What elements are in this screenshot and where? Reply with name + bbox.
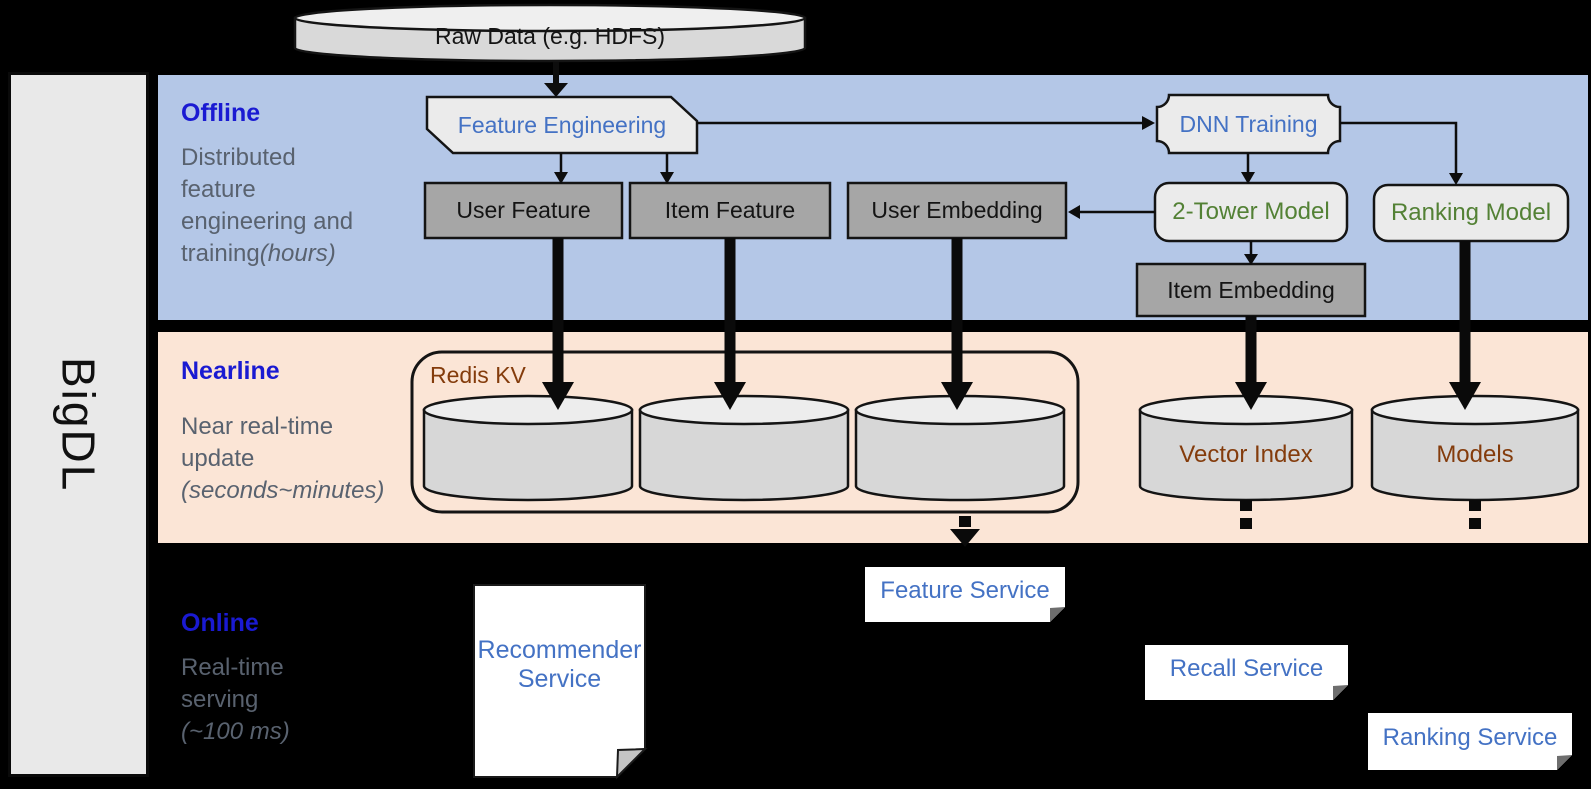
two-tower-model-label: 2-Tower Model bbox=[1172, 198, 1330, 226]
nearline-subtitle-line3-italic: (seconds~minutes) bbox=[181, 477, 385, 505]
raw-data-label: Raw Data (e.g. HDFS) bbox=[434, 22, 666, 49]
feature-engineering-box bbox=[425, 95, 699, 155]
feature-service-card bbox=[865, 567, 1065, 622]
dashed-connectors bbox=[950, 500, 1481, 547]
thick-arrows bbox=[542, 238, 1481, 410]
ranking-model-box bbox=[1372, 183, 1570, 243]
item-embedding-label: Item Embedding bbox=[1167, 276, 1335, 303]
recommender-service-label: Recommender Service bbox=[474, 600, 645, 730]
user-feature-label: User Feature bbox=[456, 197, 591, 224]
online-subtitle-line1: Real-time bbox=[181, 654, 284, 682]
arrowhead-rawdata-to-fe bbox=[544, 83, 568, 97]
models-cylinder bbox=[1370, 394, 1580, 502]
bigdl-sidebar: BigDL bbox=[8, 72, 149, 777]
redis-cylinder-2 bbox=[638, 394, 850, 502]
nearline-subtitle-line1: Near real-time bbox=[181, 413, 334, 441]
recommender-service-line2: Service bbox=[517, 665, 602, 693]
dnn-training-label: DNN Training bbox=[1179, 110, 1318, 137]
nearline-subtitle-line2: update bbox=[181, 445, 255, 473]
dash-redis-to-featureservice bbox=[959, 516, 971, 527]
item-feature-box bbox=[628, 181, 832, 240]
user-feature-box bbox=[423, 181, 624, 240]
dash-vectorindex-1 bbox=[1240, 500, 1252, 511]
offline-subtitle-line4-normal: training bbox=[181, 240, 260, 268]
offline-subtitle-line3: engineering and bbox=[181, 208, 354, 236]
arrowhead-redis-to-featureservice bbox=[950, 529, 980, 547]
offline-subtitle-line4-italic: (hours) bbox=[259, 240, 336, 268]
raw-data-cylinder bbox=[293, 3, 807, 63]
arrow-dnn-to-rankingmodel bbox=[1340, 121, 1458, 175]
offline-subtitle-line2: feature bbox=[181, 176, 256, 204]
offline-title: Offline bbox=[181, 98, 261, 127]
feature-service-label: Feature Service bbox=[880, 577, 1050, 605]
vector-index-cylinder bbox=[1138, 394, 1354, 502]
online-subtitle-line2: serving bbox=[181, 686, 259, 714]
offline-subtitle-line4: training (hours) bbox=[181, 239, 421, 269]
item-feature-label: Item Feature bbox=[664, 197, 796, 224]
recall-service-card bbox=[1145, 645, 1348, 700]
online-title: Online bbox=[181, 608, 259, 637]
online-subtitle-line3: (~100 ms) bbox=[181, 717, 421, 747]
dnn-training-box bbox=[1155, 93, 1342, 155]
nearline-title: Nearline bbox=[181, 356, 280, 385]
recommender-service-line1: Recommender bbox=[477, 636, 642, 665]
dash-models-2 bbox=[1469, 518, 1481, 529]
ranking-service-label: Ranking Service bbox=[1382, 724, 1558, 752]
nearline-subtitle-line3: (seconds~minutes) bbox=[181, 476, 421, 506]
models-label: Models bbox=[1436, 441, 1514, 469]
bigdl-label: BigDL bbox=[52, 356, 105, 493]
user-embedding-box bbox=[846, 181, 1068, 240]
redis-kv-container bbox=[410, 350, 1080, 514]
ranking-service-card bbox=[1368, 713, 1572, 770]
redis-cylinder-3 bbox=[854, 394, 1066, 502]
user-embedding-label: User Embedding bbox=[871, 197, 1043, 224]
recommender-service-document bbox=[473, 584, 648, 780]
redis-kv-label: Redis KV bbox=[430, 361, 526, 388]
vector-index-label: Vector Index bbox=[1179, 441, 1313, 469]
redis-cylinder-1 bbox=[422, 394, 634, 502]
recall-service-label: Recall Service bbox=[1169, 655, 1324, 683]
thin-arrows bbox=[544, 62, 1463, 265]
online-subtitle-line3-italic: (~100 ms) bbox=[181, 718, 290, 746]
dash-vectorindex-2 bbox=[1240, 518, 1252, 529]
ranking-model-label: Ranking Model bbox=[1390, 199, 1552, 227]
dash-models-1 bbox=[1469, 500, 1481, 511]
feature-engineering-label: Feature Engineering bbox=[457, 111, 667, 138]
offline-subtitle-line1: Distributed bbox=[181, 144, 296, 172]
